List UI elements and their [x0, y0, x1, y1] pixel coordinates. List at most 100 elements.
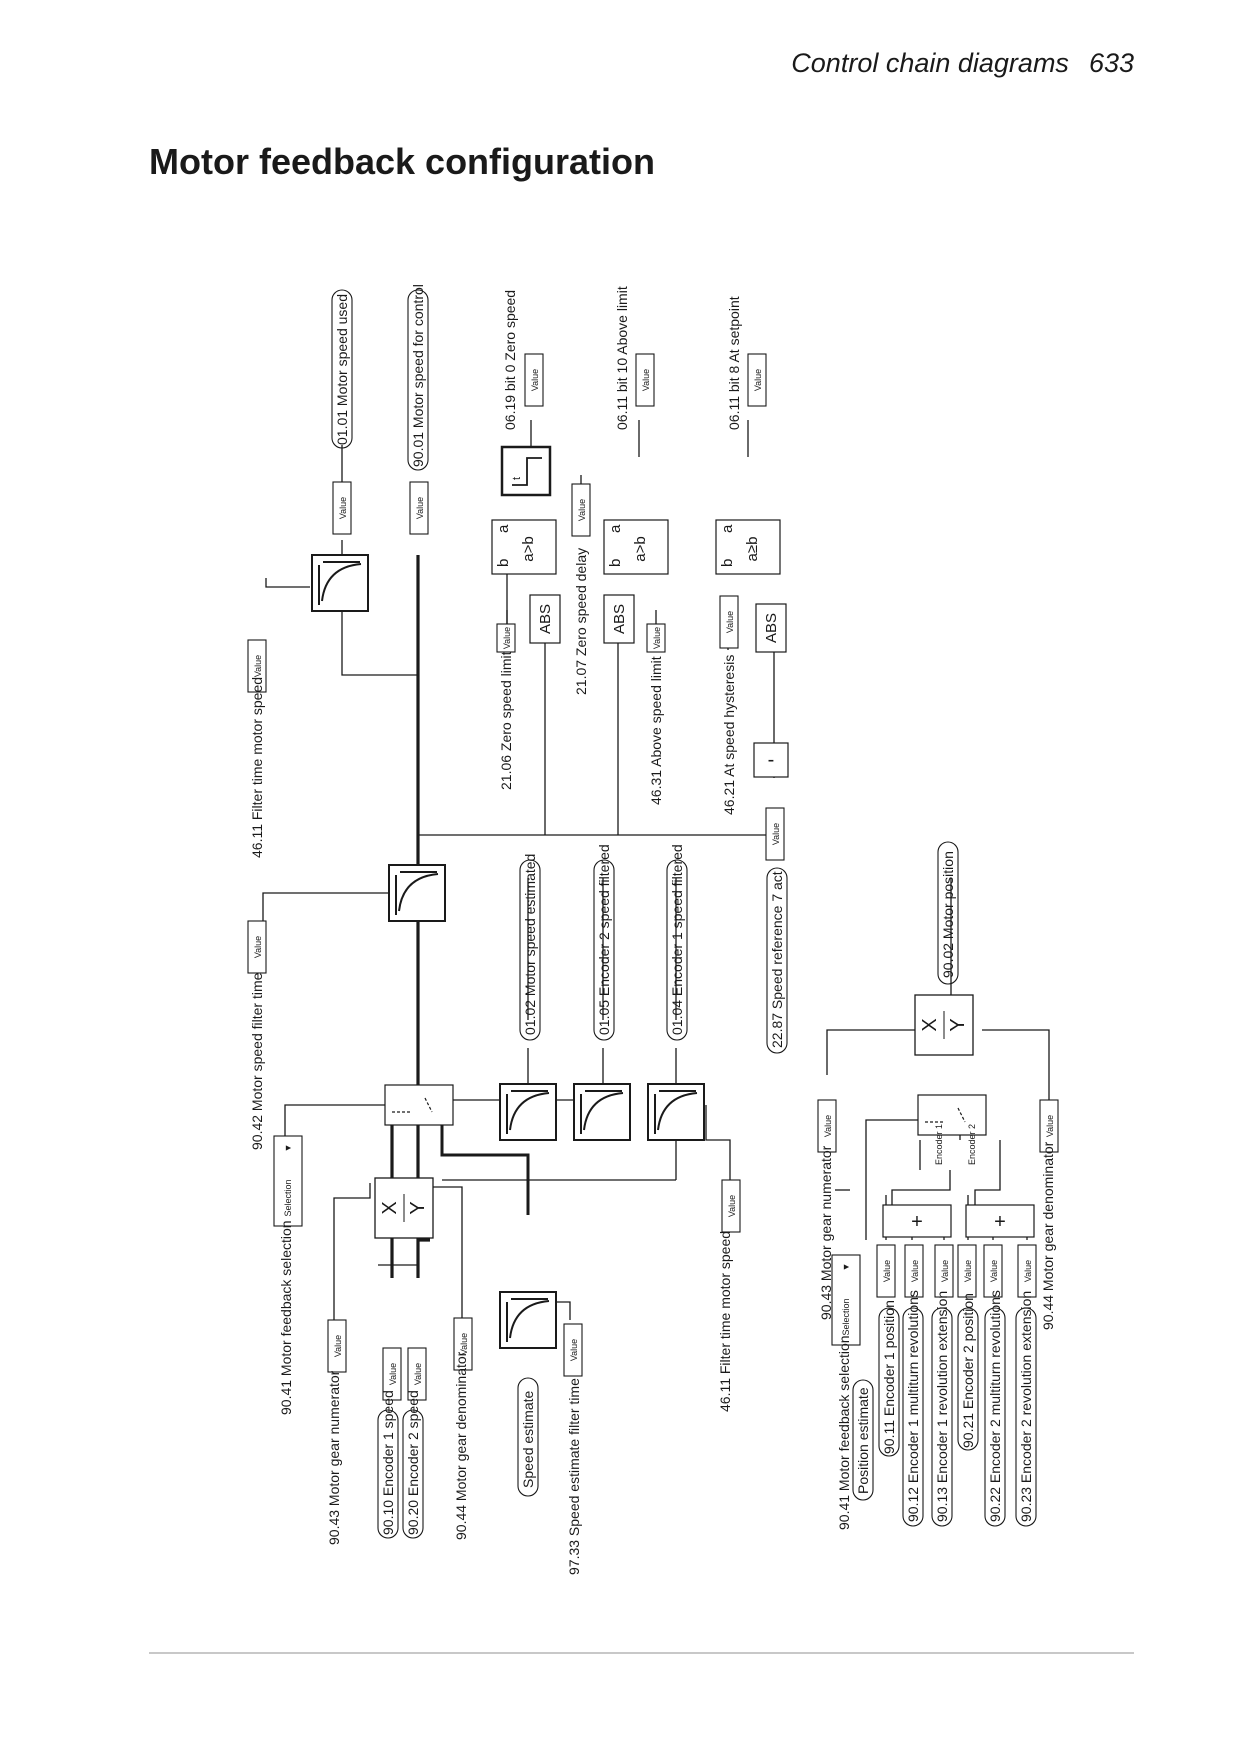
svg-text:a: a: [607, 524, 624, 533]
value-box-label: Value: [253, 936, 263, 958]
svg-text:-: -: [768, 749, 775, 771]
xy-x: X: [379, 1201, 401, 1214]
xy-y: Y: [407, 1201, 429, 1214]
svg-text:▼: ▼: [841, 1263, 851, 1272]
speed-estimate-signal: Speed estimate: [520, 1391, 536, 1488]
value-box-label: Value: [577, 499, 587, 521]
speed-filter-90-42: [388, 864, 446, 922]
page-header: Control chain diagrams 633: [0, 48, 1134, 79]
param-46-31: 46.31 Above speed limit: [648, 656, 664, 805]
param-90-41-top: 90.41 Motor feedback selection: [278, 1220, 294, 1415]
value-box-label: Value: [413, 1363, 423, 1385]
value-box-label: Value: [940, 1260, 950, 1282]
param-01-04: 01.04 Encoder 1 speed filtered: [669, 844, 685, 1035]
value-box-label: Value: [910, 1260, 920, 1282]
svg-text:b: b: [607, 559, 624, 567]
at-setpoint-comparator: [715, 519, 781, 575]
svg-text:ABS: ABS: [611, 604, 628, 634]
abs-block: [755, 603, 787, 653]
encoder-1-filter: [647, 1083, 705, 1141]
param-90-10: 90.10 Encoder 1 speed: [380, 1390, 396, 1535]
svg-text:a≥b: a≥b: [744, 537, 761, 562]
param-46-21: 46.21 At speed hysteresis: [721, 655, 737, 815]
position-estimate-signal: Position estimate: [855, 1387, 871, 1494]
value-box-label: Value: [338, 497, 348, 519]
param-90-22: 90.22 Encoder 2 multiturn revolutions: [987, 1290, 1003, 1522]
param-21-07: 21.07 Zero speed delay: [573, 548, 589, 695]
param-90-20: 90.20 Encoder 2 speed: [405, 1390, 421, 1535]
svg-text:+: +: [994, 1211, 1006, 1233]
param-90-13: 90.13 Encoder 1 revolution extension: [934, 1291, 950, 1522]
zero-speed-comparator: [491, 519, 557, 575]
param-90-44-bottom: 90.44 Motor gear denominator: [1040, 1141, 1056, 1330]
value-box-label: Value: [459, 1333, 469, 1355]
value-box-label: Value: [530, 369, 540, 391]
param-46-11-top: 46.11 Filter time motor speed: [249, 677, 265, 858]
selection-box-label: Selection: [283, 1179, 293, 1216]
value-box-label: Value: [727, 1195, 737, 1217]
param-90-23: 90.23 Encoder 2 revolution extension: [1018, 1291, 1034, 1522]
value-box-label: Value: [641, 369, 651, 391]
value-box-label: Value: [882, 1260, 892, 1282]
param-01-05: 01.05 Encoder 2 speed filtered: [596, 844, 612, 1035]
svg-text:ABS: ABS: [537, 604, 554, 634]
param-90-11: 90.11 Encoder 1 position: [881, 1300, 897, 1454]
param-97-33: 97.33 Speed estimate filter time: [566, 1378, 582, 1575]
page-title: Motor feedback configuration: [149, 141, 656, 182]
svg-text:a: a: [719, 524, 736, 533]
svg-text:ABS: ABS: [763, 613, 780, 643]
svg-text:b: b: [719, 559, 736, 567]
value-box-label: Value: [1045, 1115, 1055, 1137]
position-source-selector: [917, 1094, 987, 1136]
param-01-01: 01.01 Motor speed used: [334, 294, 350, 445]
value-box-label: Value: [725, 611, 735, 633]
svg-text:b: b: [495, 559, 512, 567]
param-21-06: 21.06 Zero speed limit: [498, 651, 514, 790]
value-box-label: Value: [569, 1339, 579, 1361]
header-page-number: 633: [1088, 48, 1134, 78]
svg-text:a>b: a>b: [520, 536, 537, 561]
param-90-44-top: 90.44 Motor gear denominator: [453, 1351, 469, 1540]
value-box-label: Value: [333, 1335, 343, 1357]
abs-block: [529, 594, 561, 644]
hysteresis-subtractor: [753, 742, 789, 778]
speed-source-selector: [384, 1084, 454, 1126]
value-box-label: Value: [652, 627, 662, 649]
value-box-label: Value: [963, 1260, 973, 1282]
svg-text:▼: ▼: [283, 1144, 293, 1153]
param-06-19: 06.19 bit 0 Zero speed: [502, 290, 518, 430]
header-section-title: Control chain diagrams: [791, 48, 1069, 78]
speed-filter-46-11: [311, 554, 369, 612]
param-90-01: 90.01 Motor speed for control: [410, 284, 426, 467]
zero-speed-timer: [500, 445, 552, 497]
footer-rule: [149, 1652, 1134, 1654]
param-90-42: 90.42 Motor speed filter time: [249, 972, 265, 1150]
svg-text:+: +: [911, 1211, 923, 1233]
estimate-filter: [499, 1083, 557, 1141]
param-90-41-bottom: 90.41 Motor feedback selection: [836, 1335, 852, 1530]
value-box-label: Value: [771, 823, 781, 845]
xy-x: X: [919, 1018, 941, 1031]
encoder-1-tag: Encoder 1: [934, 1124, 944, 1165]
param-90-12: 90.12 Encoder 1 multiturn revolutions: [905, 1290, 921, 1522]
param-90-43-bottom: 90.43 Motor gear numerator: [818, 1145, 834, 1320]
value-box-label: Value: [253, 655, 263, 677]
selection-box-label: Selection: [841, 1298, 851, 1335]
value-box-label: Value: [415, 497, 425, 519]
above-limit-comparator: [603, 519, 669, 575]
param-01-02: 01.02 Motor speed estimated: [522, 854, 538, 1035]
param-90-02: 90.02 Motor position: [940, 851, 956, 978]
value-box-label: Value: [823, 1115, 833, 1137]
param-90-43-top: 90.43 Motor gear numerator: [326, 1370, 342, 1545]
abs-block: [603, 594, 635, 644]
encoder-2-adder: [965, 1204, 1035, 1238]
encoder-2-filter: [573, 1083, 631, 1141]
encoder-2-tag: Encoder 2: [967, 1124, 977, 1165]
svg-text:a>b: a>b: [632, 536, 649, 561]
xy-y: Y: [947, 1018, 969, 1031]
svg-text:a: a: [495, 524, 512, 533]
value-box-label: Value: [753, 369, 763, 391]
param-06-11-bit8: 06.11 bit 8 At setpoint: [726, 296, 742, 430]
param-22-87: 22.87 Speed reference 7 act: [769, 871, 785, 1048]
param-90-21: 90.21 Encoder 2 position: [960, 1293, 976, 1448]
